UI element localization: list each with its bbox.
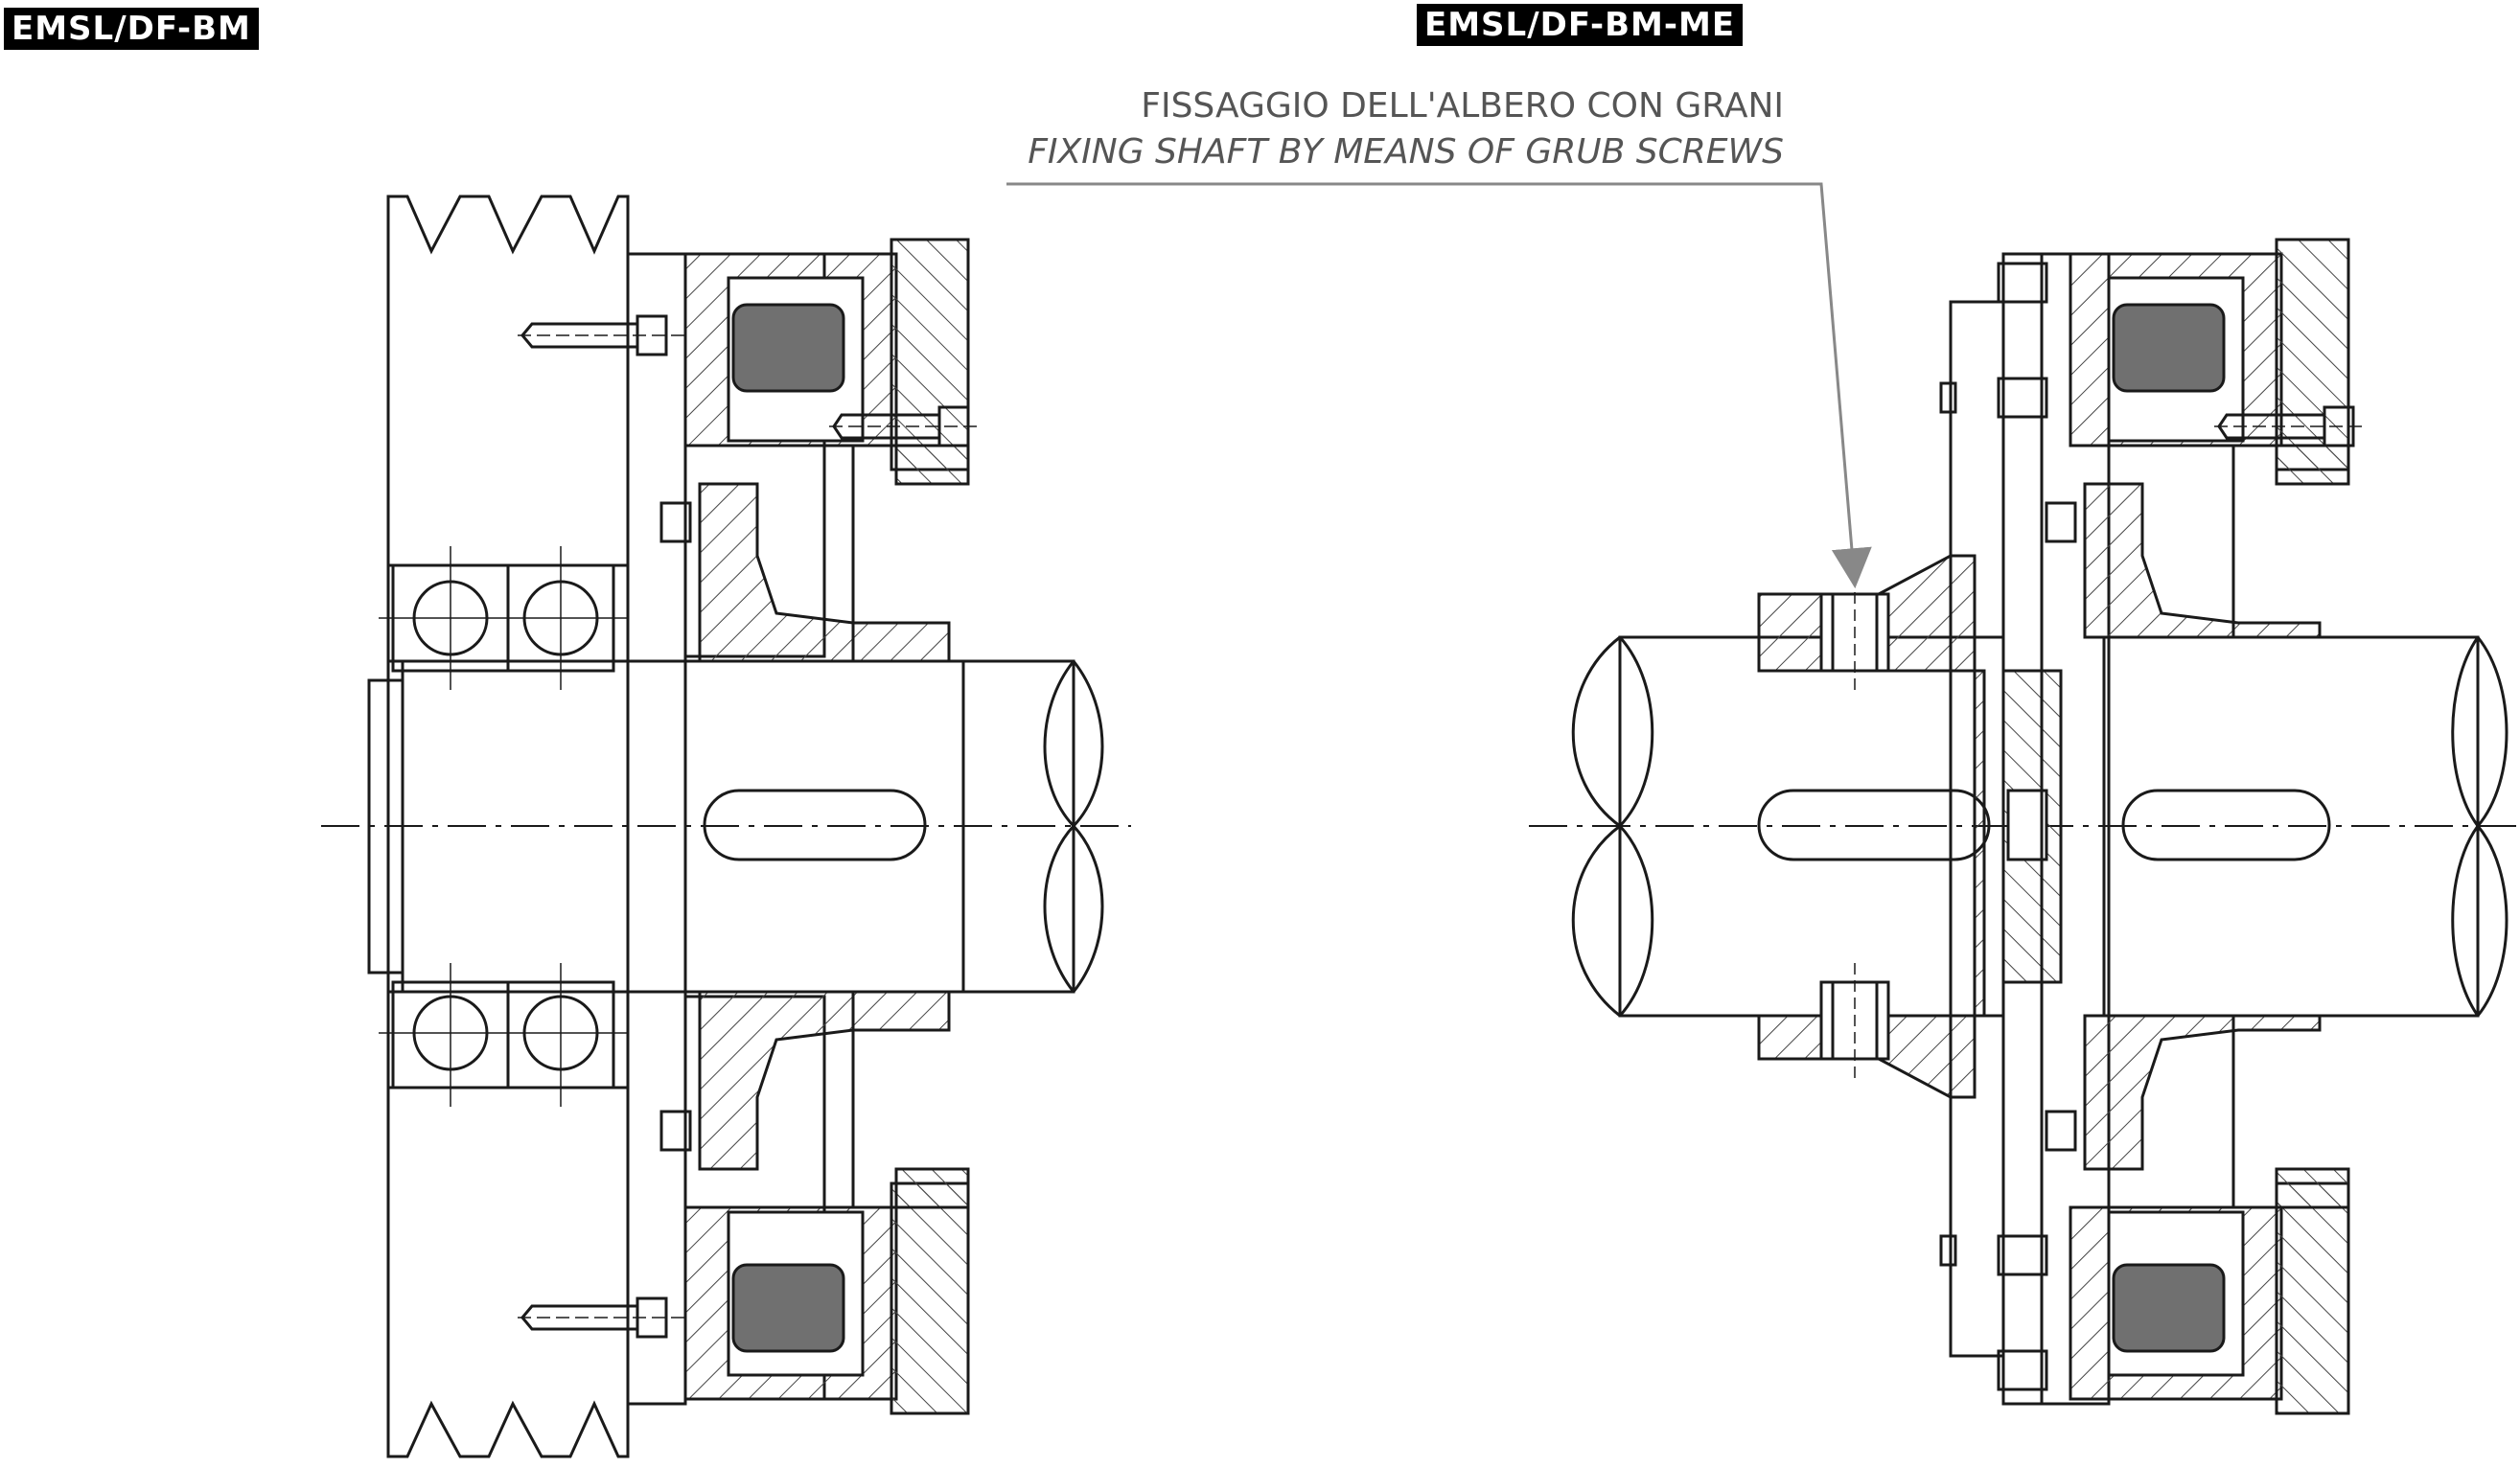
left-drawing-title: EMSL/DF-BM bbox=[4, 8, 259, 50]
screw-top-left bbox=[518, 314, 690, 356]
bearing-bottom bbox=[379, 963, 628, 1107]
screw-right bbox=[2214, 405, 2368, 447]
right-drawing-title: EMSL/DF-BM-ME bbox=[1417, 4, 1744, 46]
coil-housing-bottom bbox=[683, 1181, 970, 1415]
bearing-top bbox=[379, 546, 628, 690]
pulley bbox=[386, 195, 630, 567]
left-assembly bbox=[321, 195, 1131, 1458]
right-assembly bbox=[1529, 238, 2516, 1415]
coil-housing-right-top bbox=[2069, 238, 2350, 471]
annotation-italian: FISSAGGIO DELL'ALBERO CON GRANI bbox=[1141, 86, 1784, 126]
coil-housing-right-bottom bbox=[2069, 1181, 2350, 1415]
screw-bottom-left bbox=[518, 1296, 690, 1339]
annotation-leader bbox=[1006, 182, 1872, 589]
annotation-english: FIXING SHAFT BY MEANS OF GRUB SCREWS bbox=[1028, 132, 1784, 172]
coil-housing-top bbox=[683, 238, 970, 471]
armature-right-top bbox=[2083, 482, 2322, 639]
screw-top-right bbox=[829, 405, 983, 447]
